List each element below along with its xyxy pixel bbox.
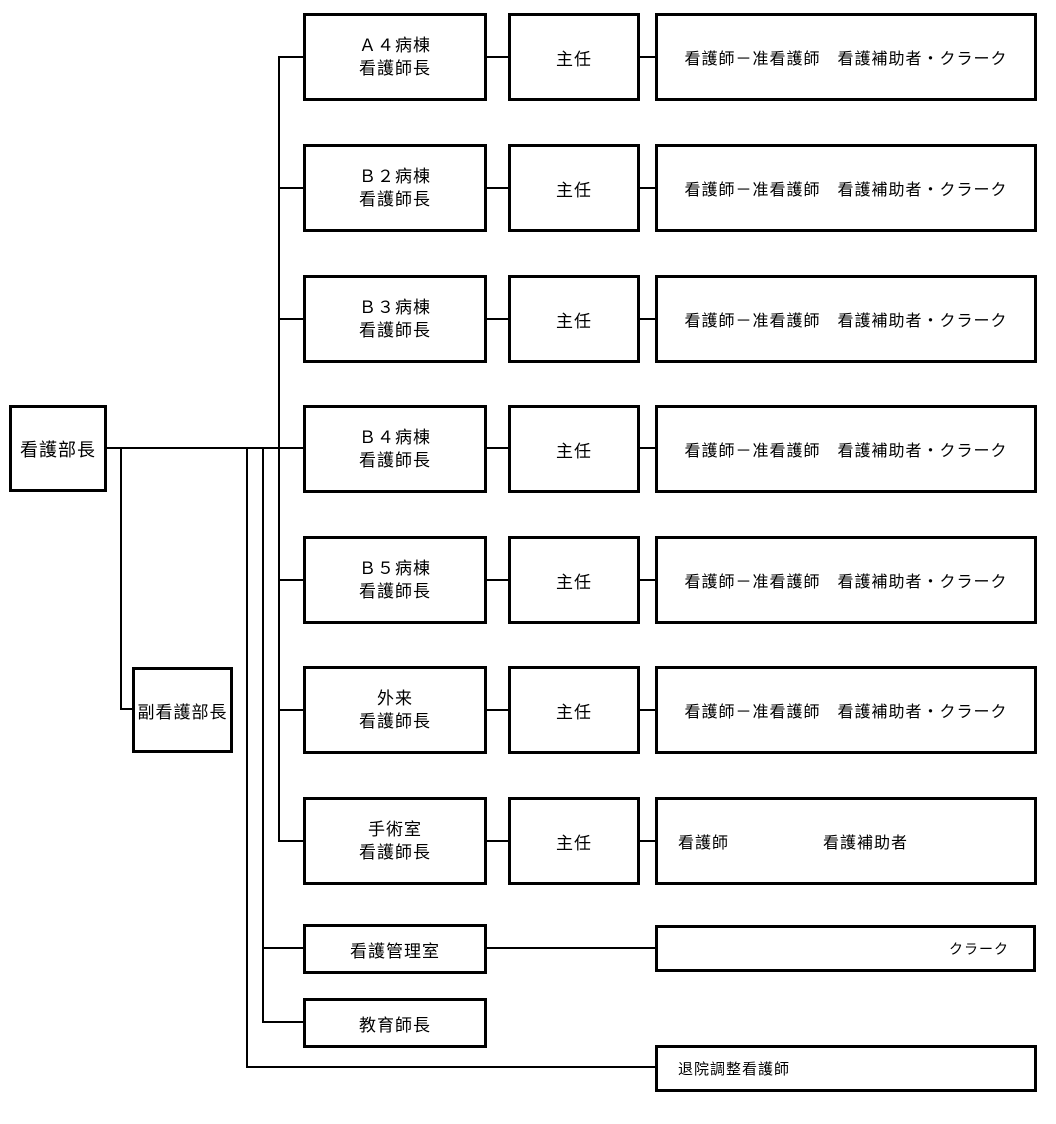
connector-line [485,187,510,189]
chief-label: 主任 [556,311,592,331]
deputy-director-box: 副看護部長 [132,667,233,753]
connector-line [485,947,658,949]
unit-box-b3: Ｂ３病棟 看護師長 [303,275,487,363]
connector-line [638,709,658,711]
connector-line [278,318,306,320]
chief-box-a4: 主任 [508,13,640,101]
connector-line [638,187,658,189]
chief-label: 主任 [556,833,592,853]
staff-box-a4: 看護師－准看護師 看護補助者・クラーク [655,13,1037,101]
director-box: 看護部長 [9,405,107,492]
connector-line [485,579,510,581]
connector-line [278,579,306,581]
chief-label: 主任 [556,49,592,69]
chief-label: 主任 [556,702,592,722]
staff-label: 看護師－准看護師 看護補助者・クラーク [684,704,1008,721]
chief-label: 主任 [556,441,592,461]
chief-box-b2: 主任 [508,144,640,232]
clerk-label: クラーク [949,942,1009,958]
chief-label: 主任 [556,180,592,200]
unit-label: 外来 看護師長 [359,689,431,731]
connector-line [262,947,306,949]
connector-line [485,709,510,711]
unit-box-b4: Ｂ４病棟 看護師長 [303,405,487,493]
unit-label: Ｂ４病棟 看護師長 [359,428,431,470]
chief-box-b4: 主任 [508,405,640,493]
unit-label: Ｂ２病棟 看護師長 [359,167,431,209]
connector-line [278,56,280,842]
unit-label: Ｂ３病棟 看護師長 [359,298,431,340]
chief-box-b3: 主任 [508,275,640,363]
connector-line [485,447,510,449]
unit-label: 手術室 看護師長 [359,820,431,862]
unit-box-a4: Ａ４病棟 看護師長 [303,13,487,101]
connector-line [638,579,658,581]
staff-label: 看護師－准看護師 看護補助者・クラーク [684,574,1008,591]
connector-line [638,447,658,449]
director-label: 看護部長 [20,439,96,460]
connector-line [278,56,306,58]
connector-line [638,840,658,842]
staff-label: 看護師－准看護師 看護補助者・クラーク [684,313,1008,330]
connector-line [105,447,305,449]
education-manager-box: 教育師長 [303,998,487,1048]
connector-line [638,318,658,320]
deputy-director-label: 副看護部長 [137,702,228,722]
chief-box-outpatient: 主任 [508,666,640,754]
discharge-nurse-label: 退院調整看護師 [678,1062,791,1078]
staff-box-b2: 看護師－准看護師 看護補助者・クラーク [655,144,1037,232]
connector-line [485,318,510,320]
admin-office-box: 看護管理室 [303,924,487,974]
connector-line [246,1066,658,1068]
admin-office-label: 看護管理室 [350,941,440,961]
chief-label: 主任 [556,572,592,592]
staff-label: 看護師－准看護師 看護補助者・クラーク [684,51,1008,68]
staff-box-b5: 看護師－准看護師 看護補助者・クラーク [655,536,1037,624]
connector-line [246,447,248,1068]
connector-line [262,1021,306,1023]
staff-label: 看護師－准看護師 看護補助者・クラーク [684,443,1008,460]
unit-box-b5: Ｂ５病棟 看護師長 [303,536,487,624]
education-manager-label: 教育師長 [359,1015,431,1035]
unit-box-operating-room: 手術室 看護師長 [303,797,487,885]
chief-box-operating-room: 主任 [508,797,640,885]
unit-box-b2: Ｂ２病棟 看護師長 [303,144,487,232]
unit-label: Ａ４病棟 看護師長 [359,36,431,78]
staff-box-outpatient: 看護師－准看護師 看護補助者・クラーク [655,666,1037,754]
staff-box-operating-room: 看護師 看護補助者 [655,797,1037,885]
unit-box-outpatient: 外来 看護師長 [303,666,487,754]
connector-line [120,708,135,710]
staff-nurse-label: 看護師 [678,835,730,852]
connector-line [278,840,306,842]
clerk-box: クラーク [655,925,1036,972]
connector-line [262,447,264,1022]
staff-label: 看護師－准看護師 看護補助者・クラーク [684,182,1008,199]
staff-box-b4: 看護師－准看護師 看護補助者・クラーク [655,405,1037,493]
discharge-nurse-box: 退院調整看護師 [655,1045,1037,1092]
connector-line [485,56,510,58]
connector-line [278,709,306,711]
connector-line [638,56,658,58]
connector-line [485,840,510,842]
chief-box-b5: 主任 [508,536,640,624]
staff-assistant-label: 看護補助者 [823,835,909,852]
connector-line [120,447,122,709]
connector-line [278,187,306,189]
unit-label: Ｂ５病棟 看護師長 [359,559,431,601]
staff-box-b3: 看護師－准看護師 看護補助者・クラーク [655,275,1037,363]
